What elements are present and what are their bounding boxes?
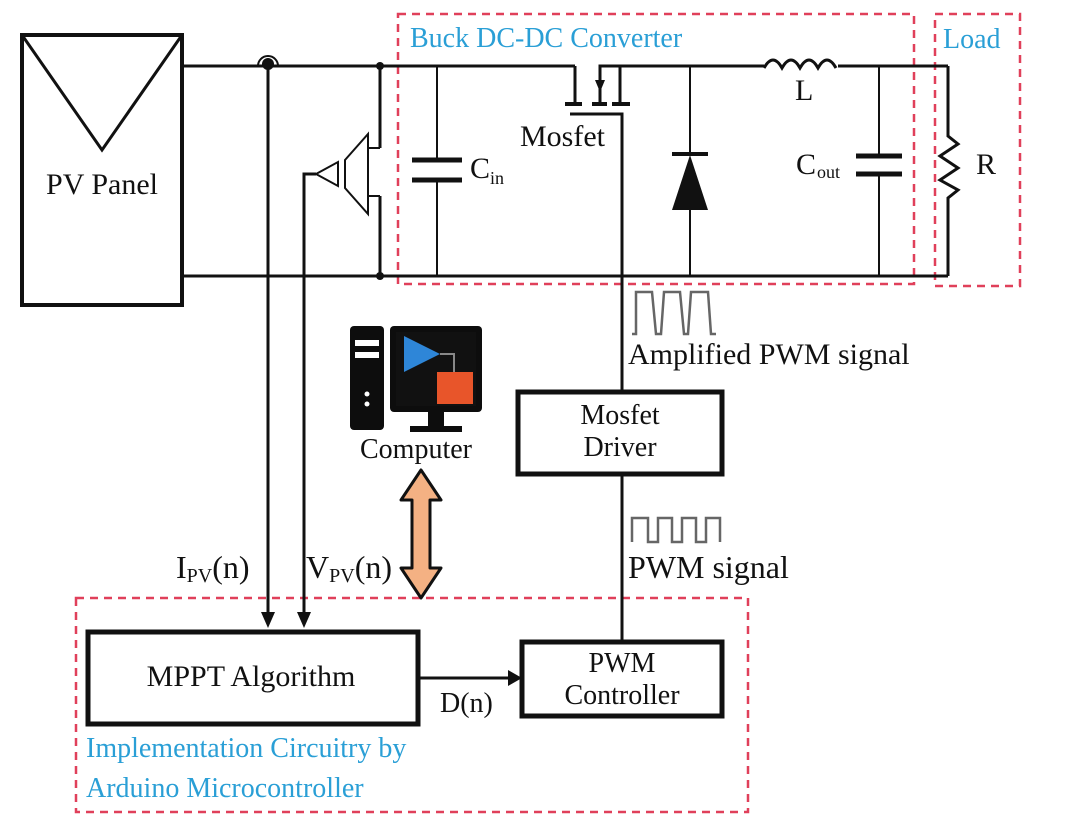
inductor: L (762, 58, 838, 107)
pwm-controller-block (519, 639, 725, 719)
input-capacitor: C in (412, 66, 504, 276)
mosfet-driver-block (515, 389, 725, 477)
output-capacitor: C out (796, 66, 902, 276)
load-region (933, 12, 1022, 288)
pv-panel: PV Panel (20, 33, 184, 307)
voltage-sensor (297, 131, 380, 628)
vpv-label: VPV(n) (306, 549, 392, 587)
computer-label: Computer (360, 434, 473, 465)
mosfet: Mosfet (520, 64, 948, 276)
current-sensor-arc (257, 55, 279, 67)
computer-icon (350, 326, 482, 432)
buck-converter-label: Buck DC-DC Converter (410, 23, 683, 54)
pwm-controller-line2: Controller (564, 680, 680, 711)
pwm-signal-label: PWM signal (628, 549, 789, 585)
implementation-region (74, 596, 750, 814)
mosfet-driver-line1: Mosfet (580, 400, 660, 431)
buck-converter-region (396, 12, 916, 286)
pv-panel-label: PV Panel (46, 168, 158, 201)
duty-cycle-arrowhead (508, 670, 522, 686)
amplified-pwm-waveform (632, 290, 716, 336)
resistor-label: R (976, 148, 996, 181)
load-label: Load (943, 24, 1001, 55)
load-resistor: R (937, 66, 996, 276)
svg-text:C: C (796, 148, 816, 181)
mosfet-label: Mosfet (520, 120, 606, 153)
bidirectional-arrow-icon (399, 468, 443, 600)
implementation-label-line1: Implementation Circuitry by (86, 733, 406, 764)
svg-text:C: C (470, 152, 490, 185)
vpv-arrowhead (297, 612, 311, 628)
mppt-label: MPPT Algorithm (147, 660, 356, 693)
pwm-waveform (630, 516, 722, 544)
svg-text:out: out (817, 162, 840, 182)
amplified-pwm-label: Amplified PWM signal (628, 338, 910, 371)
ipv-arrowhead (261, 612, 275, 628)
diode (672, 66, 708, 276)
duty-cycle-label: D(n) (440, 688, 493, 719)
pwm-controller-line1: PWM (589, 648, 656, 679)
inductor-label: L (795, 74, 813, 107)
svg-text:in: in (490, 168, 504, 188)
mosfet-driver-line2: Driver (583, 432, 657, 463)
ipv-label: IPV(n) (176, 549, 250, 587)
implementation-label-line2: Arduino Microcontroller (86, 773, 364, 804)
